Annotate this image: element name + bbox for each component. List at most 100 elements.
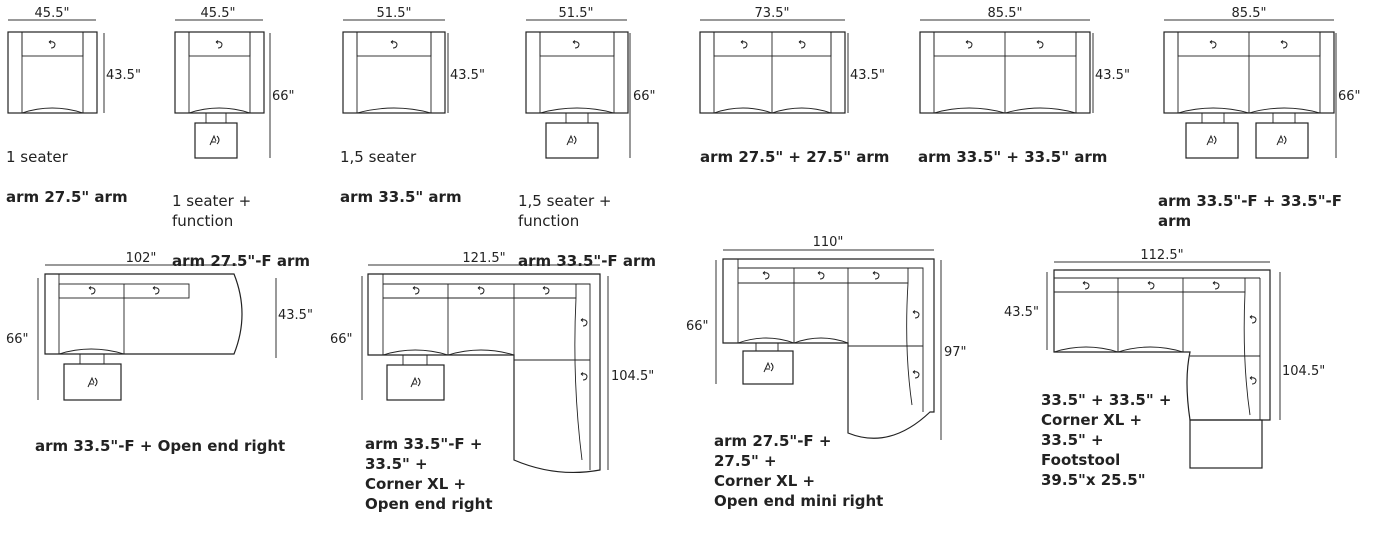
label-1-5-seater-function: 1,5 seater + function arm 33.5"-F arm xyxy=(518,171,656,291)
depth-label: 43.5" xyxy=(1095,68,1130,83)
recliner-icon xyxy=(152,286,160,295)
label-line2: arm 27.5" arm xyxy=(6,188,128,206)
recliner-icon xyxy=(1036,40,1044,49)
recliner-icon xyxy=(798,40,806,49)
width-label: 102" xyxy=(126,251,157,266)
module-open-end-right: 102" 66" 43.5" xyxy=(6,251,313,401)
depth-label: 66" xyxy=(633,89,656,104)
sofa-outline xyxy=(44,273,243,355)
function-icon xyxy=(87,377,98,388)
function-icon xyxy=(566,135,577,146)
depth-label: 66" xyxy=(686,319,709,334)
depth-label-secondary: 104.5" xyxy=(611,369,654,384)
function-footrest xyxy=(1185,122,1239,159)
label-line1: 1 seater + function xyxy=(172,192,252,230)
recliner-icon xyxy=(912,370,920,379)
label-line2: arm 33.5"-F + 33.5" + Corner XL + Open e… xyxy=(365,435,493,513)
width-label: 51.5" xyxy=(559,6,594,21)
function-footrest xyxy=(1255,122,1309,159)
recliner-icon xyxy=(1280,40,1288,49)
label-corner-open-end-right: arm 33.5"-F + 33.5" + Corner XL + Open e… xyxy=(365,414,493,534)
depth-label: 66" xyxy=(6,332,29,347)
width-label: 85.5" xyxy=(1232,6,1267,21)
width-label: 121.5" xyxy=(462,251,505,266)
label-1-5-seater: 1,5 seater arm 33.5" arm xyxy=(340,127,462,227)
sofa-outline xyxy=(174,31,265,114)
recliner-icon xyxy=(1209,40,1217,49)
module-2-seat-27: 73.5" 43.5" xyxy=(699,6,885,114)
recliner-icon xyxy=(740,40,748,49)
module-corner-footstool: 112.5" 43.5" 104.5" xyxy=(1004,248,1325,469)
function-icon xyxy=(209,135,220,146)
recliner-icon xyxy=(215,40,223,49)
function-footrest xyxy=(386,364,445,401)
depth-label: 43.5" xyxy=(850,68,885,83)
label-open-end-right: arm 33.5"-F + Open end right xyxy=(35,416,285,476)
label-corner-open-end-mini-right: arm 27.5"-F + 27.5" + Corner XL + Open e… xyxy=(714,411,883,531)
sofa-outline xyxy=(525,31,629,114)
label-line2: arm 33.5"-F arm xyxy=(518,252,657,270)
width-label: 45.5" xyxy=(35,6,70,21)
label-line2: arm 27.5" + 27.5" arm xyxy=(700,148,890,166)
width-label: 45.5" xyxy=(201,6,236,21)
module-1-5-seater-function: 51.5" 66" xyxy=(525,6,656,159)
sofa-outline xyxy=(699,31,846,114)
width-label: 51.5" xyxy=(377,6,412,21)
depth-label: 66" xyxy=(272,89,295,104)
function-icon xyxy=(1206,135,1217,146)
recliner-icon xyxy=(412,286,420,295)
label-line2: arm 27.5"-F + 27.5" + Corner XL + Open e… xyxy=(714,432,884,510)
recliner-icon xyxy=(1082,281,1090,290)
footstool xyxy=(1189,419,1263,469)
label-2-seat-33: arm 33.5" + 33.5" arm xyxy=(918,127,1107,187)
module-corner-open-end-right: 121.5" 66" 104.5" xyxy=(330,251,654,474)
label-line2: 33.5" + 33.5" + Corner XL + 33.5" + Foot… xyxy=(1041,391,1172,489)
sofa-configuration-diagram: 45.5" 43.5" 45.5" 66" 51.5" 43.5" xyxy=(6,6,1361,474)
recliner-icon xyxy=(762,271,770,280)
depth-label: 43.5" xyxy=(450,68,485,83)
recliner-icon xyxy=(580,372,588,381)
label-line1: 1,5 seater + function xyxy=(518,192,612,230)
depth-label: 43.5" xyxy=(106,68,141,83)
module-corner-open-end-mini-right: 110" 66" 97" xyxy=(686,235,967,440)
label-2-seat-33-function: arm 33.5"-F + 33.5"-F arm xyxy=(1158,171,1376,251)
label-2-seat-27: arm 27.5" + 27.5" arm xyxy=(700,127,889,187)
recliner-icon xyxy=(1147,281,1155,290)
module-2-seat-33: 85.5" 43.5" xyxy=(919,6,1130,114)
function-footrest xyxy=(63,363,122,401)
function-footrest xyxy=(194,122,238,159)
recliner-icon xyxy=(572,40,580,49)
depth-label-secondary: 104.5" xyxy=(1282,364,1325,379)
recliner-icon xyxy=(817,271,825,280)
recliner-icon xyxy=(1212,281,1220,290)
module-1-5-seater: 51.5" 43.5" xyxy=(342,6,485,114)
sofa-outline xyxy=(7,31,98,114)
label-line1: 1,5 seater xyxy=(340,148,417,166)
label-1-seater-function: 1 seater + function arm 27.5"-F arm xyxy=(172,171,310,291)
label-corner-footstool: 33.5" + 33.5" + Corner XL + 33.5" + Foot… xyxy=(1041,370,1171,510)
width-label: 73.5" xyxy=(755,6,790,21)
recliner-icon xyxy=(48,40,56,49)
width-label: 112.5" xyxy=(1140,248,1183,263)
sofa-outline xyxy=(367,273,601,474)
recliner-icon xyxy=(390,40,398,49)
recliner-icon xyxy=(1249,376,1257,385)
label-1-seater: 1 seater arm 27.5" arm xyxy=(6,127,128,227)
label-line2: arm 33.5" + 33.5" arm xyxy=(918,148,1108,166)
sofa-outline xyxy=(722,258,935,439)
label-line1: 1 seater xyxy=(6,148,68,166)
function-icon xyxy=(410,377,421,388)
module-1-seater: 45.5" 43.5" xyxy=(7,6,141,114)
recliner-icon xyxy=(872,271,880,280)
depth-label: 43.5" xyxy=(1004,305,1039,320)
recliner-icon xyxy=(965,40,973,49)
depth-label-secondary: 43.5" xyxy=(278,308,313,323)
sofa-outline xyxy=(342,31,446,114)
label-line2: arm 33.5"-F + 33.5"-F arm xyxy=(1158,192,1342,230)
depth-label: 66" xyxy=(330,332,353,347)
recliner-icon xyxy=(477,286,485,295)
module-2-seat-33-function: 85.5" 66" xyxy=(1163,6,1361,159)
function-icon xyxy=(1276,135,1287,146)
recliner-icon xyxy=(912,310,920,319)
function-footrest xyxy=(545,122,599,159)
